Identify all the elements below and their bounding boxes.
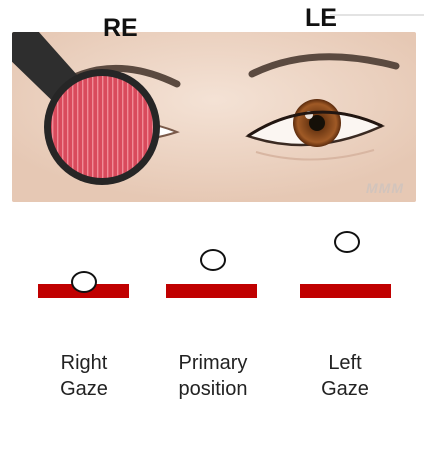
right-eye-label: RE <box>103 14 138 42</box>
caption-left-gaze-line2: Gaze <box>321 378 369 400</box>
left-eyebrow <box>248 53 400 78</box>
caption-primary-position: Primary position <box>153 350 273 402</box>
top-divider-line <box>330 14 424 16</box>
caption-primary-line1: Primary <box>178 352 248 374</box>
face-illustration: MMM <box>12 32 416 202</box>
caption-right-gaze: Right Gaze <box>24 350 144 402</box>
caption-primary-line2: position <box>178 378 248 400</box>
watermark: MMM <box>366 180 404 196</box>
light-spot-primary <box>200 249 226 271</box>
caption-right-gaze-line2: Gaze <box>60 378 108 400</box>
light-spot-left-gaze <box>334 231 360 253</box>
red-line-left-gaze <box>300 284 391 298</box>
left-eye-label: LE <box>305 4 337 32</box>
caption-left-gaze-line1: Left <box>328 352 362 374</box>
face-drawing <box>12 32 416 202</box>
caption-right-gaze-line1: Right <box>60 352 108 374</box>
light-spot-right-gaze <box>71 271 97 293</box>
left-pupil <box>309 115 325 131</box>
caption-left-gaze: Left Gaze <box>285 350 405 402</box>
red-filter-lens <box>51 76 153 178</box>
red-line-primary <box>166 284 257 298</box>
